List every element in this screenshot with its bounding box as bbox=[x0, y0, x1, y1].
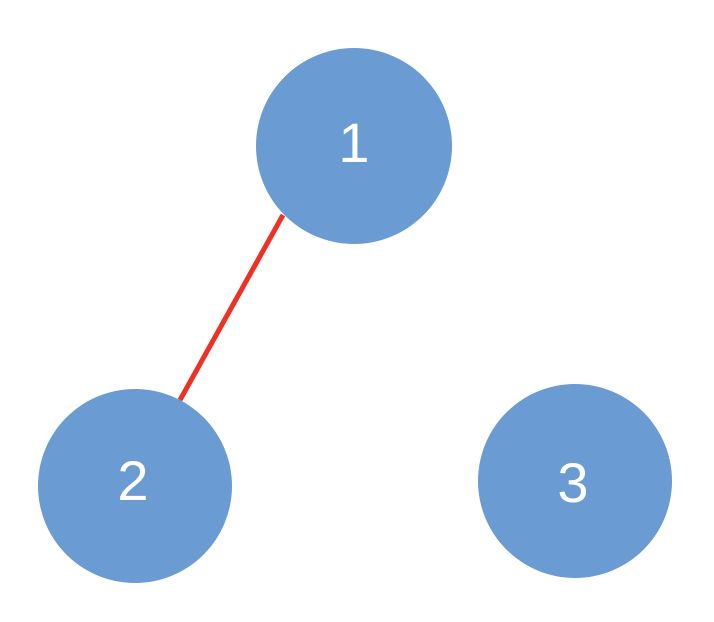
graph-node-label-1: 1 bbox=[338, 111, 370, 174]
edges-group bbox=[177, 213, 286, 402]
graph-node-label-3: 3 bbox=[557, 451, 589, 514]
graph-node-2[interactable]: 2 bbox=[38, 389, 232, 583]
graph-node-label-2: 2 bbox=[117, 449, 149, 512]
graph-node-1[interactable]: 1 bbox=[256, 48, 452, 244]
graph-node-3[interactable]: 3 bbox=[478, 384, 672, 578]
graph-edge-2-1[interactable] bbox=[177, 213, 286, 402]
